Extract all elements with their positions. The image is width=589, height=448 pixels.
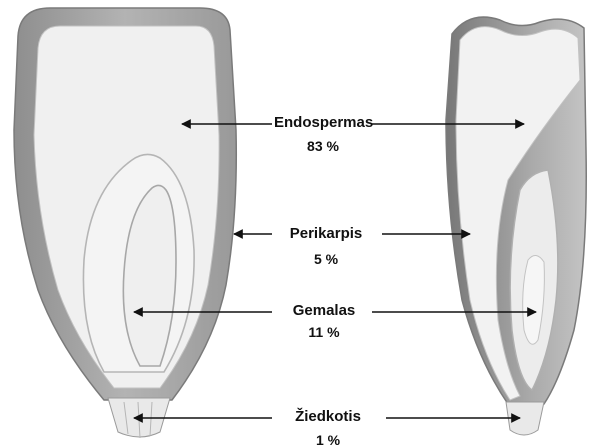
ziedkotis-label: Žiedkotis — [276, 408, 380, 425]
endospermas-label: Endospermas — [274, 114, 372, 131]
perikarpis-label: Perikarpis — [276, 225, 376, 242]
gemalas-label: Gemalas — [276, 302, 372, 319]
right-kernel — [446, 17, 586, 435]
endospermas-percent: 83 % — [274, 138, 372, 154]
left-kernel — [14, 8, 236, 438]
gemalas-percent: 11 % — [276, 324, 372, 340]
perikarpis-percent: 5 % — [276, 251, 376, 267]
ziedkotis-percent: 1 % — [276, 432, 380, 448]
